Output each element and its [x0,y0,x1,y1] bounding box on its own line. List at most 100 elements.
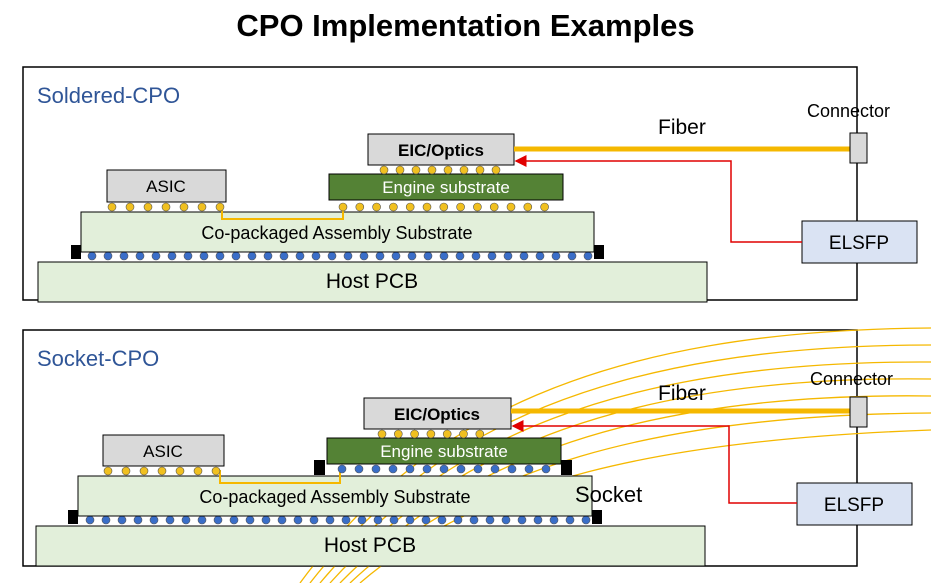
solder-ball [354,464,364,474]
solder-ball [490,464,500,474]
solder-ball [487,251,497,261]
solder-ball [456,464,466,474]
solder-ball [395,165,405,175]
solder-ball [179,202,189,212]
asic-bumps [103,466,221,476]
solder-ball [551,251,561,261]
solder-ball [157,466,167,476]
stiffener-right [594,245,604,259]
solder-ball [411,165,421,175]
solder-ball [151,251,161,261]
solder-ball [533,515,543,525]
connector [849,396,868,428]
asic-label: ASIC [146,177,186,196]
host-pcb [37,261,708,303]
solder-ball [167,251,177,261]
solder-ball [388,464,398,474]
engine-substrate [326,437,562,465]
solder-ball [143,202,153,212]
solder-ball [309,515,319,525]
panel-label: Socket-CPO [37,346,159,371]
assembly-substrate-label: Co-packaged Assembly Substrate [199,487,470,507]
solder-ball [133,515,143,525]
solder-ball [277,515,287,525]
solder-ball [473,202,482,212]
solder-ball [373,515,383,525]
solder-ball [535,251,545,261]
asic-bumps [107,202,225,212]
eic-optics-chip [367,133,515,166]
solder-ball [565,515,575,525]
assembly-substrate-label: Co-packaged Assembly Substrate [201,223,472,243]
solder-ball [263,251,273,261]
bga-balls-pcb [85,515,591,525]
engine-bumps [338,202,549,212]
solder-ball [125,202,135,212]
solder-ball [389,515,399,525]
host-pcb-label: Host PCB [326,270,418,293]
solder-ball [311,251,321,261]
solder-ball [407,251,417,261]
connector-label: Connector [807,101,890,121]
socket-contacts [337,464,551,474]
solder-ball [519,251,529,261]
solder-ball [439,251,449,261]
fiber-label: Fiber [658,116,706,139]
solder-ball [391,251,401,261]
solder-ball [293,515,303,525]
solder-ball [135,251,145,261]
solder-ball [541,464,551,474]
soldered-cpo-panel: Soldered-CPO Host PCB Co-packaged Assemb… [22,66,918,303]
solder-ball [295,251,305,261]
eic-optics-label: EIC/Optics [394,405,480,424]
solder-ball [427,165,437,175]
solder-ball [337,464,347,474]
solder-ball [453,515,463,525]
page-title: CPO Implementation Examples [236,8,695,43]
solder-ball [469,515,479,525]
solder-ball [475,429,485,439]
solder-ball [421,515,431,525]
eic-bumps [379,165,501,175]
solder-ball [149,515,159,525]
solder-ball [410,429,419,439]
solder-ball [215,251,225,261]
solder-ball [456,202,465,212]
solder-ball [549,515,559,525]
solder-ball [581,515,591,525]
solder-ball [161,202,171,212]
solder-ball [343,251,353,261]
solder-ball [231,251,241,261]
solder-ball [101,515,111,525]
solder-ball [119,251,129,261]
solder-ball [507,464,517,474]
asic-label: ASIC [143,442,183,461]
asic-chip [102,434,225,467]
solder-ball [193,466,203,476]
solder-ball [405,515,415,525]
solder-ball [183,251,193,261]
solder-ball [459,429,468,439]
solder-ball [197,202,207,212]
solder-ball [165,515,175,525]
solder-ball [517,515,527,525]
stiffener-left [71,245,81,259]
solder-ball [229,515,239,525]
solder-ball [503,251,513,261]
solder-ball [327,251,337,261]
solder-ball [540,202,549,212]
solder-ball [475,165,485,175]
interconnect-trace [219,470,341,484]
laser-feed-line [511,420,797,504]
solder-ball [372,202,381,212]
solder-ball [405,464,415,474]
eic-optics-chip [363,397,512,430]
solder-ball [485,515,495,525]
socket-cpo-panel: Socket-CPO Host PCB Co-packaged Assembly… [22,327,931,583]
solder-ball [473,464,483,474]
solder-ball [341,515,351,525]
connector [849,132,868,164]
solder-ball [393,429,403,439]
solder-ball [439,202,449,212]
solder-ball [426,429,436,439]
